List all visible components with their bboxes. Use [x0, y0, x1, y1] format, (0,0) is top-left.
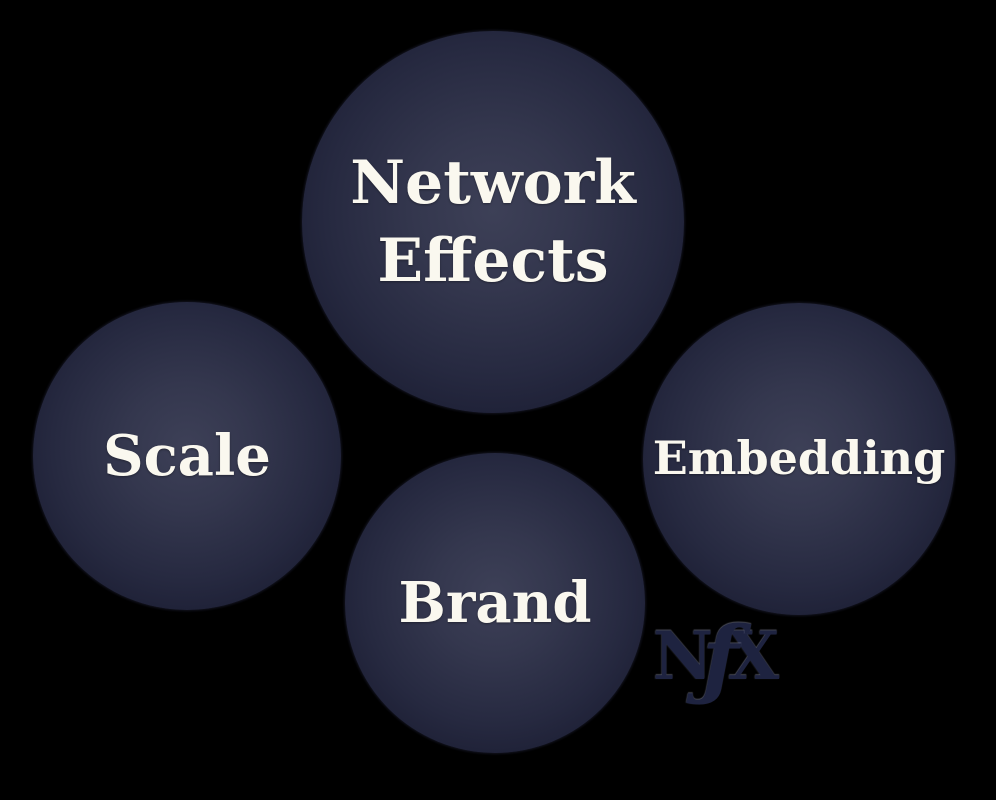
nfx-logo-letter-n: N [652, 617, 714, 695]
circle-embedding: Embedding [643, 303, 955, 615]
nfx-logo: N ƒ X [650, 606, 782, 706]
circle-label-scale: Scale [103, 422, 271, 489]
circle-brand: Brand [345, 453, 645, 753]
circle-label-embedding: Embedding [652, 431, 946, 486]
circle-scale: Scale [33, 302, 341, 610]
circle-network-effects: Network Effects [302, 31, 684, 413]
nfx-logo-letter-x: X [728, 617, 780, 695]
circle-label-brand: Brand [398, 569, 592, 636]
circle-label-network-effects: Network Effects [350, 148, 636, 296]
nfx-logo-letter-f: ƒ [702, 608, 740, 709]
